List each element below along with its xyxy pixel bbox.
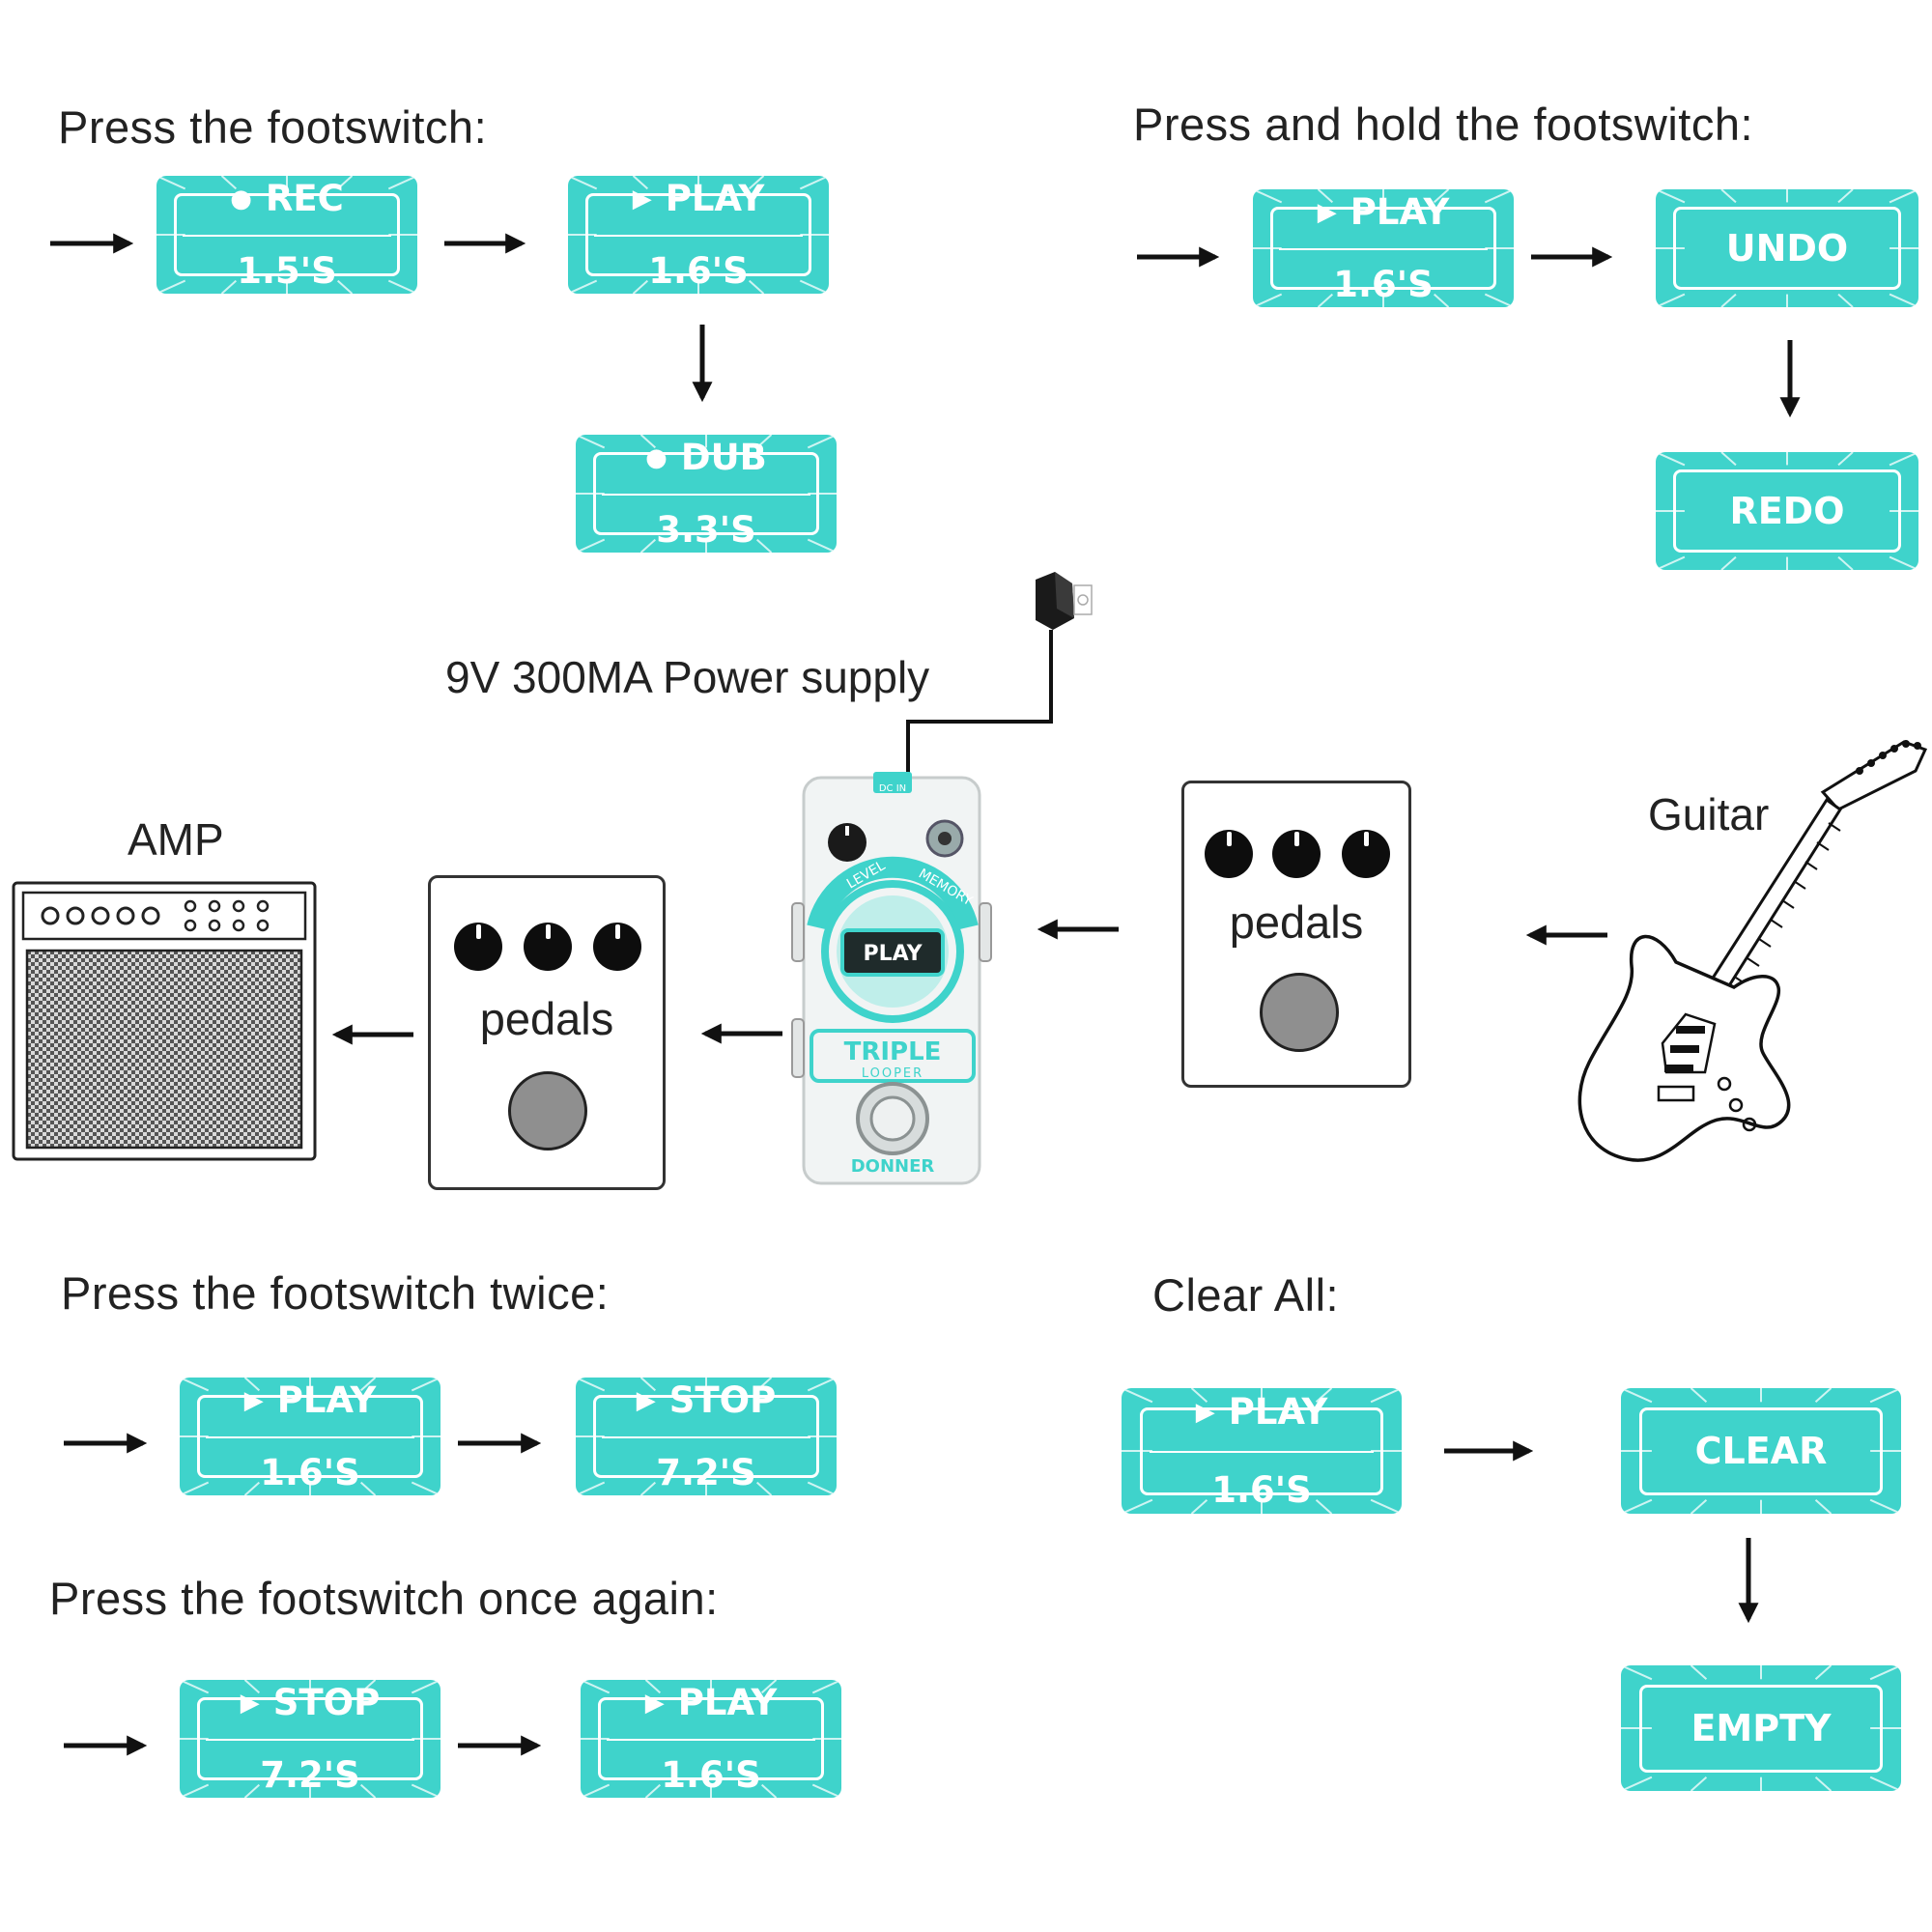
display-mode: CLEAR [1694,1430,1828,1472]
display-time: 1.6'S [260,1451,360,1493]
display-mode: PLAY [1228,1390,1328,1433]
pedal-box-left: pedals [428,875,666,1190]
display-rays [576,435,837,553]
display-play: ▶ PLAY 1.6'S [180,1378,440,1495]
title-press-footswitch: Press the footswitch: [58,101,488,153]
footswitch-icon [1260,973,1339,1052]
display-mode: PLAY [677,1682,778,1724]
guitar-label: Guitar [1648,789,1770,839]
display-play: ▶ PLAY 1.6'S [581,1680,841,1798]
display-mode: EMPTY [1690,1707,1832,1749]
display-time: 1.6'S [661,1753,761,1796]
record-dot-icon: ● [230,185,252,214]
display-time: 1.6'S [648,249,749,292]
display-time: 7.2'S [656,1451,756,1493]
display-empty: EMPTY [1621,1665,1901,1791]
looper-pedal: DC IN LEVEL MEMORY PLAY TRIPLE LOOPER DO… [791,772,992,1185]
display-rays [1621,1388,1901,1514]
display-rays [1253,189,1514,307]
play-triangle-icon: ▶ [1317,198,1337,228]
display-rays [581,1680,841,1798]
play-triangle-icon: ▶ [240,1689,260,1719]
play-triangle-icon: ▶ [1195,1397,1215,1427]
display-undo: UNDO [1656,189,1918,307]
power-supply-label: 9V 300MA Power supply [445,652,930,702]
title-press-hold: Press and hold the footswitch: [1133,99,1754,150]
display-time: 1.5'S [237,249,337,292]
play-triangle-icon: ▶ [636,1386,656,1416]
knob-icon [454,923,502,971]
display-dub: ● DUB 3.3'S [576,435,837,553]
footswitch-icon [508,1071,587,1151]
play-triangle-icon: ▶ [243,1386,264,1416]
display-stop: ▶ STOP 7.2'S [180,1680,440,1798]
display-time: 3.3'S [656,508,756,551]
guitar-icon [1577,740,1928,1162]
knob-icon [1342,830,1390,878]
looper-subname: LOOPER [862,1066,923,1081]
screen-text: PLAY [864,942,923,966]
display-play: ▶ PLAY 1.6'S [1253,189,1514,307]
display-rays [1656,189,1918,307]
display-rays [576,1378,837,1495]
pedals-label: pedals [1229,896,1364,948]
display-play: ▶ PLAY 1.6'S [1122,1388,1402,1514]
display-mode: PLAY [665,178,765,220]
amp-label: AMP [128,814,224,865]
display-time: 7.2'S [260,1753,360,1796]
knob-icon [1205,830,1253,878]
display-mode: PLAY [276,1379,377,1422]
display-time: 1.6'S [1211,1469,1312,1512]
display-rays [156,176,417,294]
display-rays [180,1680,440,1798]
pedal-box-right: pedals [1181,781,1411,1088]
title-press-twice: Press the footswitch twice: [61,1267,610,1319]
display-mode: REC [265,178,344,220]
looper-name: TRIPLE [844,1037,942,1066]
play-triangle-icon: ▶ [644,1689,665,1719]
brand-label: DONNER [851,1156,935,1177]
display-mode: DUB [680,437,767,479]
record-dot-icon: ● [645,443,668,473]
dc-in-label: DC IN [879,783,906,794]
display-clear: CLEAR [1621,1388,1901,1514]
knob-icon [593,923,641,971]
display-mode: STOP [668,1379,777,1422]
display-mode: STOP [272,1682,381,1724]
display-rec: ● REC 1.5'S [156,176,417,294]
display-rays [180,1378,440,1495]
display-redo: REDO [1656,452,1918,570]
amp-icon [12,881,317,1161]
display-rays [1122,1388,1402,1514]
display-rays [1621,1665,1901,1791]
title-press-again: Press the footswitch once again: [49,1573,719,1624]
knob-icon [1272,830,1321,878]
looper-screen [840,928,945,977]
title-clear-all: Clear All: [1152,1269,1340,1321]
display-mode: PLAY [1350,191,1450,234]
pedals-label: pedals [479,993,614,1044]
play-triangle-icon: ▶ [632,185,652,214]
power-adapter-icon [906,572,1093,775]
display-stop: ▶ STOP 7.2'S [576,1378,837,1495]
display-rays [568,176,829,294]
display-mode: UNDO [1725,227,1849,270]
display-time: 1.6'S [1333,263,1434,305]
display-rays [1656,452,1918,570]
looper-knob-icon [828,823,867,862]
knob-icon [524,923,572,971]
display-play: ▶ PLAY 1.6'S [568,176,829,294]
display-mode: REDO [1729,490,1845,532]
